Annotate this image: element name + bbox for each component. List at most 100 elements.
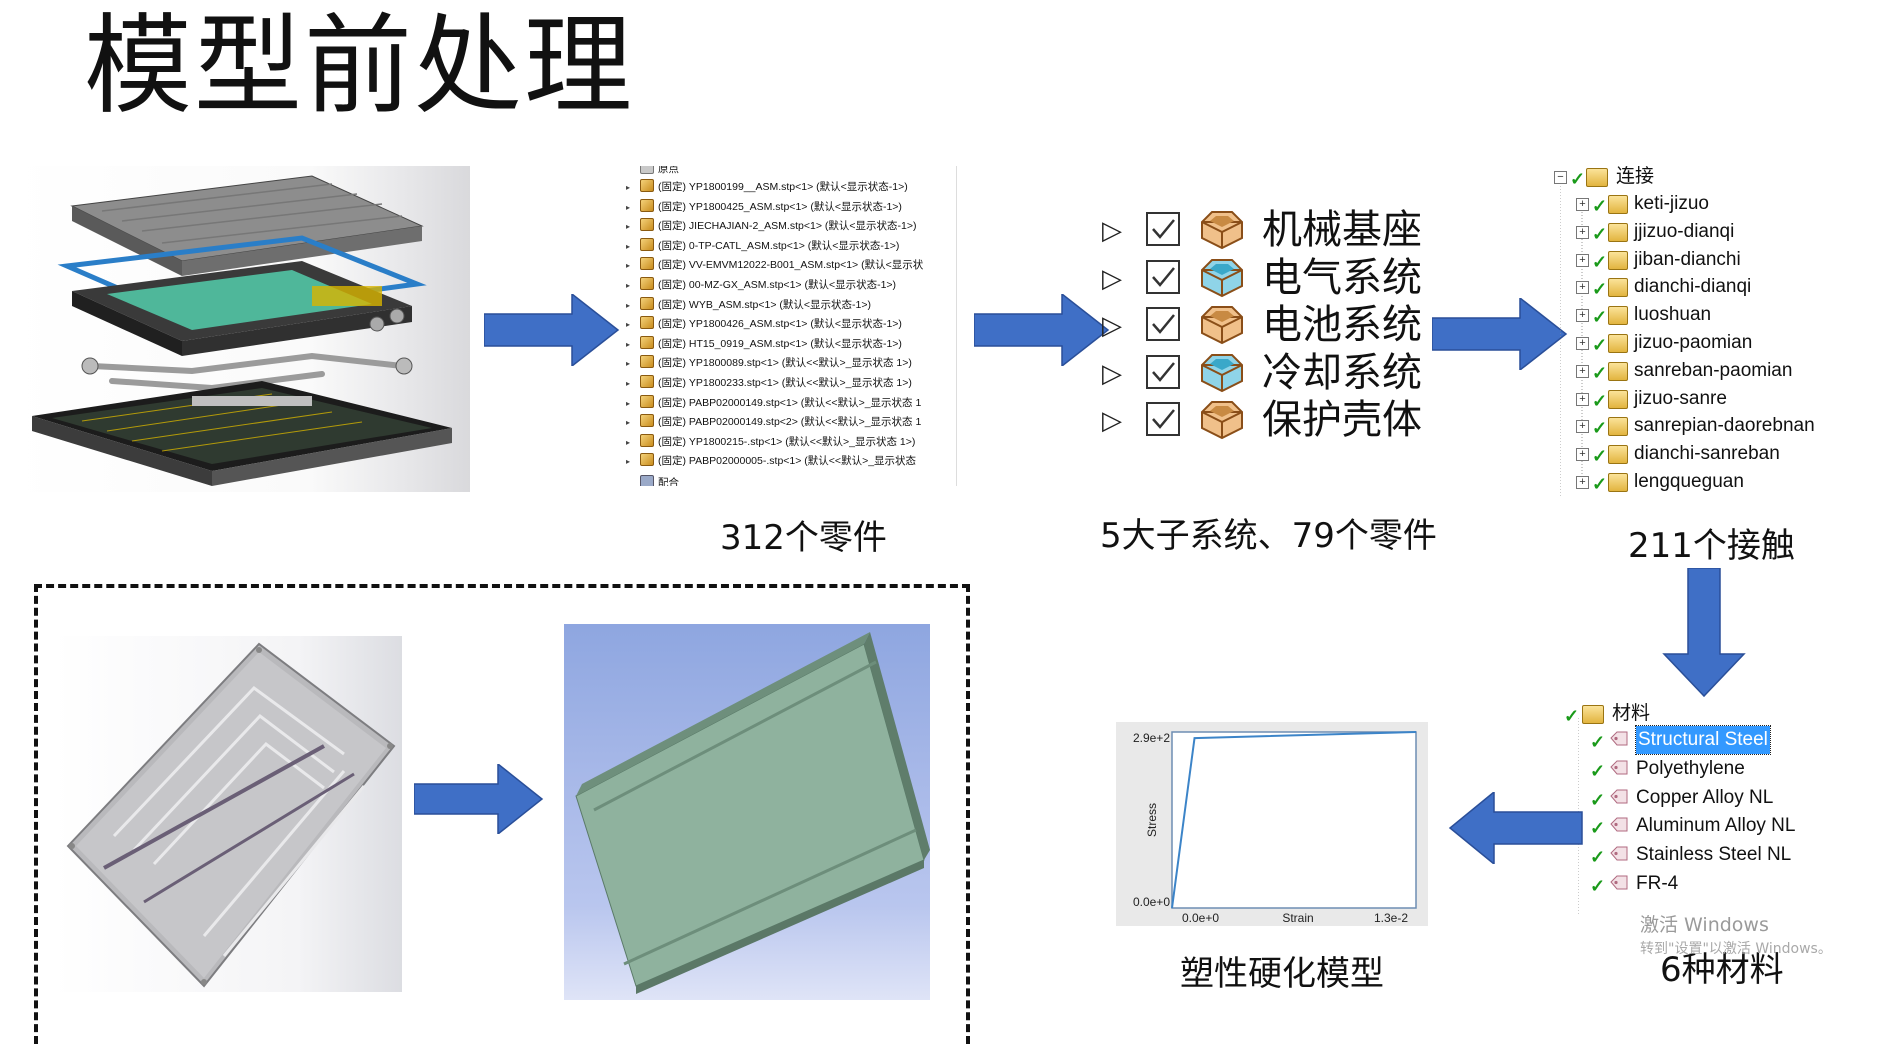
assembly-icon: [640, 335, 654, 349]
expand-triangle-icon[interactable]: ▸: [626, 379, 631, 388]
expand-triangle-icon[interactable]: ▷: [1102, 311, 1122, 341]
material-tag-icon: [1610, 760, 1628, 775]
expand-triangle-icon[interactable]: ▸: [626, 359, 631, 369]
connection-label: jizuo-paomian: [1634, 332, 1753, 353]
caption-materials: 6种材料: [1660, 950, 1784, 990]
tree-part-row[interactable]: ▸(固定) VV-EMVM12022-B001_ASM.stp<1> (默认<显…: [622, 256, 923, 274]
expand-triangle-icon[interactable]: ▷: [1102, 216, 1122, 246]
expand-triangle-icon[interactable]: ▷: [1102, 406, 1122, 436]
tree-part-row[interactable]: ▸(固定) YP1800215-.stp<1> (默认<<默认>_显示状态 1>…: [622, 433, 915, 451]
subsystem-checkbox[interactable]: [1146, 354, 1180, 389]
connection-label: jiban-dianchi: [1634, 248, 1741, 270]
subsystem-checkbox[interactable]: [1146, 212, 1180, 246]
expand-triangle-icon[interactable]: ▸: [626, 339, 631, 349]
expand-triangle-icon[interactable]: ▸: [626, 457, 631, 467]
tree-part-row[interactable]: ▸(固定) YP1800233.stp<1> (默认<<默认>_显示状态 1>): [622, 374, 912, 392]
check-icon: ✓: [1564, 706, 1580, 726]
material-tag-icon: [1610, 817, 1628, 832]
assembly-icon: [640, 433, 654, 447]
check-icon: ✓: [1592, 390, 1608, 411]
check-icon: ✓: [1592, 446, 1608, 467]
expand-triangle-icon[interactable]: ▸: [626, 222, 631, 232]
tree-part-row[interactable]: ▸(固定) YP1800199__ASM.stp<1> (默认<显示状态-1>): [622, 178, 908, 196]
subsystem-checkbox[interactable]: [1146, 402, 1180, 436]
tree-origin-label: 原点: [658, 166, 679, 175]
arrow-right-icon: [974, 294, 1110, 366]
expand-icon[interactable]: +: [1576, 225, 1589, 239]
stress-strain-line: [1171, 731, 1417, 909]
tree-part-row[interactable]: ▸ (固定) 00-MZ-GX_ASM.stp<1> (默认<显示状态-1>): [622, 276, 896, 294]
tree-origin-row: 原点: [622, 166, 679, 178]
expand-triangle-icon[interactable]: ▸: [626, 437, 631, 447]
check-icon: ✓: [1592, 196, 1608, 216]
caption-parts: 312个零件: [720, 518, 887, 558]
y-min-tick-label: 0.0e+0: [1133, 895, 1170, 909]
tree-part-row[interactable]: ▸(固定) JIECHAJIAN-2_ASM.stp<1> (默认<显示状态-1…: [622, 217, 916, 235]
tree-part-row[interactable]: ▸(固定) PABP02000149.stp<1> (默认<<默认>_显示状态 …: [622, 394, 921, 412]
expand-triangle-icon[interactable]: ▸: [626, 202, 631, 212]
expand-icon[interactable]: +: [1576, 309, 1589, 323]
mates-icon: [640, 475, 654, 486]
subsystem-label: 电池系统: [1262, 302, 1422, 348]
tree-part-row[interactable]: ▸ (固定) YP1800089.stp<1> (默认<<默认>_显示状态 1>): [622, 354, 912, 372]
x-axis-label: Strain: [1282, 911, 1313, 925]
expand-triangle-icon[interactable]: ▸: [626, 241, 631, 251]
tree-part-label: (固定) 00-MZ-GX_ASM.stp<1> (默认<显示状态-1>): [658, 279, 897, 291]
subsystem-label: 电气系统: [1262, 254, 1422, 301]
expand-icon[interactable]: +: [1576, 476, 1589, 489]
arrow-down-icon: [1662, 568, 1746, 698]
material-label: Aluminum Alloy NL: [1636, 815, 1796, 837]
material-label: FR-4: [1636, 873, 1679, 894]
expand-icon[interactable]: +: [1576, 281, 1589, 295]
tree-part-row[interactable]: ▸ (固定) WYB_ASM.stp<1> (默认<显示状态-1>): [622, 296, 871, 314]
material-label: Polyethylene: [1636, 757, 1745, 779]
contact-folder-icon: [1608, 445, 1628, 465]
part-icon: [1201, 306, 1243, 345]
tree-mates-row: 配合: [622, 474, 679, 486]
tree-part-row[interactable]: ▸ (固定) PABP02000005-.stp<1> (默认<<默认>_显示状态: [622, 452, 916, 470]
subsystem-checkbox[interactable]: [1146, 259, 1180, 294]
connection-label: sanreban-paomian: [1634, 359, 1793, 381]
expand-triangle-icon[interactable]: ▸: [626, 418, 631, 428]
expand-triangle-icon[interactable]: ▷: [1102, 263, 1122, 294]
check-icon: ✓: [1592, 251, 1608, 272]
tree-part-label: (固定) YP1800089.stp<1> (默认<<默认>_显示状态 1>): [658, 357, 912, 370]
connection-label: luoshuan: [1634, 304, 1712, 326]
expand-triangle-icon[interactable]: ▸: [626, 281, 631, 290]
part-icon: [1201, 211, 1243, 250]
tree-part-row[interactable]: ▸(固定) 0-TP-CATL_ASM.stp<1> (默认<显示状态-1>): [622, 237, 899, 255]
contact-folder-icon: [1608, 222, 1628, 242]
tree-mates-label: 配合: [658, 477, 679, 486]
material-tag-icon: [1610, 846, 1628, 861]
dashed-region: [34, 584, 970, 1044]
expand-triangle-icon[interactable]: ▸: [626, 183, 631, 192]
arrow-right-icon: [414, 764, 544, 834]
assembly-icon: [640, 218, 654, 232]
tree-part-row[interactable]: ▸(固定) HT15_0919_ASM.stp<1> (默认<显示状态-1>): [622, 335, 902, 353]
windows-activation-watermark: 激活 Windows: [1640, 914, 1769, 936]
expand-icon[interactable]: +: [1576, 364, 1589, 378]
check-icon: ✓: [1592, 335, 1608, 355]
expand-icon[interactable]: +: [1576, 420, 1589, 434]
subsystem-checkbox[interactable]: [1146, 307, 1180, 341]
contact-folder-icon: [1608, 361, 1628, 381]
material-tag-icon: [1610, 789, 1628, 804]
expand-triangle-icon[interactable]: ▷: [1102, 358, 1122, 389]
collapse-icon[interactable]: −: [1554, 171, 1567, 184]
expand-triangle-icon[interactable]: ▸: [626, 398, 631, 408]
expand-icon[interactable]: +: [1576, 337, 1589, 350]
expand-icon[interactable]: +: [1576, 448, 1589, 462]
tree-part-row[interactable]: ▸(固定) YP1800425_ASM.stp<1> (默认<显示状态-1>): [622, 198, 902, 216]
tree-part-row[interactable]: ▸(固定) PABP02000149.stp<2> (默认<<默认>_显示状态 …: [622, 413, 921, 431]
expand-triangle-icon[interactable]: ▸: [626, 320, 631, 330]
expand-icon[interactable]: +: [1576, 392, 1589, 406]
tree-part-label: (固定) WYB_ASM.stp<1> (默认<显示状态-1>): [658, 298, 871, 311]
expand-icon[interactable]: +: [1576, 253, 1589, 267]
expand-icon[interactable]: +: [1576, 198, 1589, 211]
connection-label: jizuo-sanre: [1634, 387, 1727, 409]
expand-triangle-icon[interactable]: ▸: [626, 300, 631, 310]
tree-part-row[interactable]: ▸(固定) YP1800426_ASM.stp<1> (默认<显示状态-1>): [622, 315, 902, 333]
plot-area: [1171, 731, 1417, 909]
tree-part-label: (固定) PABP02000005-.stp<1> (默认<<默认>_显示状态: [658, 455, 917, 468]
expand-triangle-icon[interactable]: ▸: [626, 261, 631, 271]
